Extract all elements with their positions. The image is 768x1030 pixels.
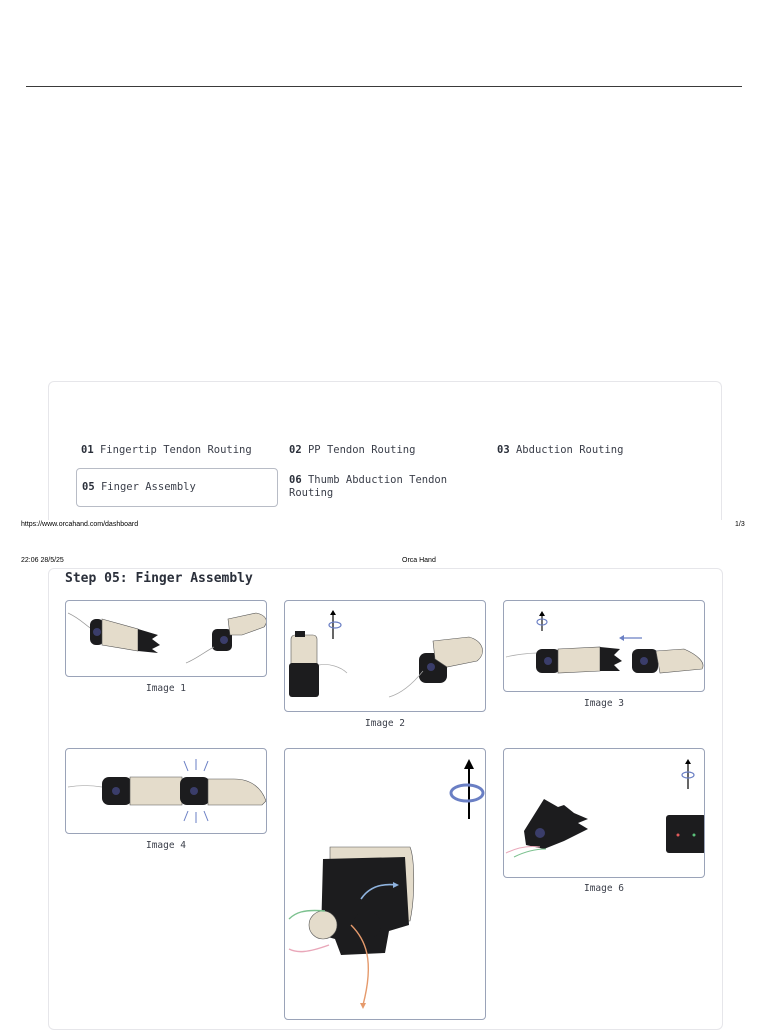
image-1-caption: Image 1	[145, 683, 187, 694]
print-page-number: 1/3	[735, 521, 745, 528]
image-1	[65, 600, 267, 677]
toc-step-number: 03	[497, 444, 510, 456]
print-title: Orca Hand	[402, 557, 436, 564]
image-2	[284, 600, 486, 712]
step-title: Step 05: Finger Assembly	[65, 571, 253, 586]
toc-step-label: Thumb Abduction Tendon Routing	[289, 474, 448, 499]
toc-step-number: 05	[82, 481, 95, 493]
finger-parts-illustration	[67, 612, 266, 664]
header-divider	[26, 86, 742, 87]
image-2-caption: Image 2	[364, 718, 406, 729]
finger-base-illustration	[288, 759, 485, 1009]
print-url: https://www.orcahand.com/dashboard	[21, 521, 139, 528]
toc-step-05: 05 Finger Assembly	[82, 481, 196, 494]
print-datetime: 22:06 28/5/25	[21, 557, 64, 564]
toc-step-label: Abduction Routing	[515, 444, 624, 456]
step-card: Step 05: Finger Assembly Image 1	[48, 568, 723, 1030]
finger-assembled-illustration	[67, 759, 266, 823]
image-5	[284, 748, 486, 1020]
steps-index-card: 01 Fingertip Tendon Routing 02 PP Tendon…	[48, 381, 722, 520]
image-4	[65, 748, 267, 834]
image-4-caption: Image 4	[145, 840, 187, 851]
toc-step-05-selected[interactable]: 05 Finger Assembly	[76, 468, 278, 507]
image-3-caption: Image 3	[583, 698, 625, 709]
image-6-caption: Image 6	[583, 883, 625, 894]
toc-step-label: Finger Assembly	[100, 481, 196, 493]
toc-step-number: 06	[289, 474, 302, 486]
toc-step-06[interactable]: 06 Thumb Abduction Tendon Routing	[289, 474, 449, 500]
toc-step-02[interactable]: 02 PP Tendon Routing	[289, 444, 415, 457]
finger-assembly-illustration	[289, 610, 483, 698]
toc-step-label: Fingertip Tendon Routing	[99, 444, 252, 456]
toc-step-03[interactable]: 03 Abduction Routing	[497, 444, 623, 457]
finger-slide-illustration	[505, 611, 704, 674]
toc-step-number: 01	[81, 444, 94, 456]
image-3	[503, 600, 705, 692]
toc-step-01[interactable]: 01 Fingertip Tendon Routing	[81, 444, 252, 457]
finger-base-parts-illustration	[505, 759, 704, 858]
toc-step-label: PP Tendon Routing	[307, 444, 416, 456]
toc-step-number: 02	[289, 444, 302, 456]
image-6	[503, 748, 705, 878]
